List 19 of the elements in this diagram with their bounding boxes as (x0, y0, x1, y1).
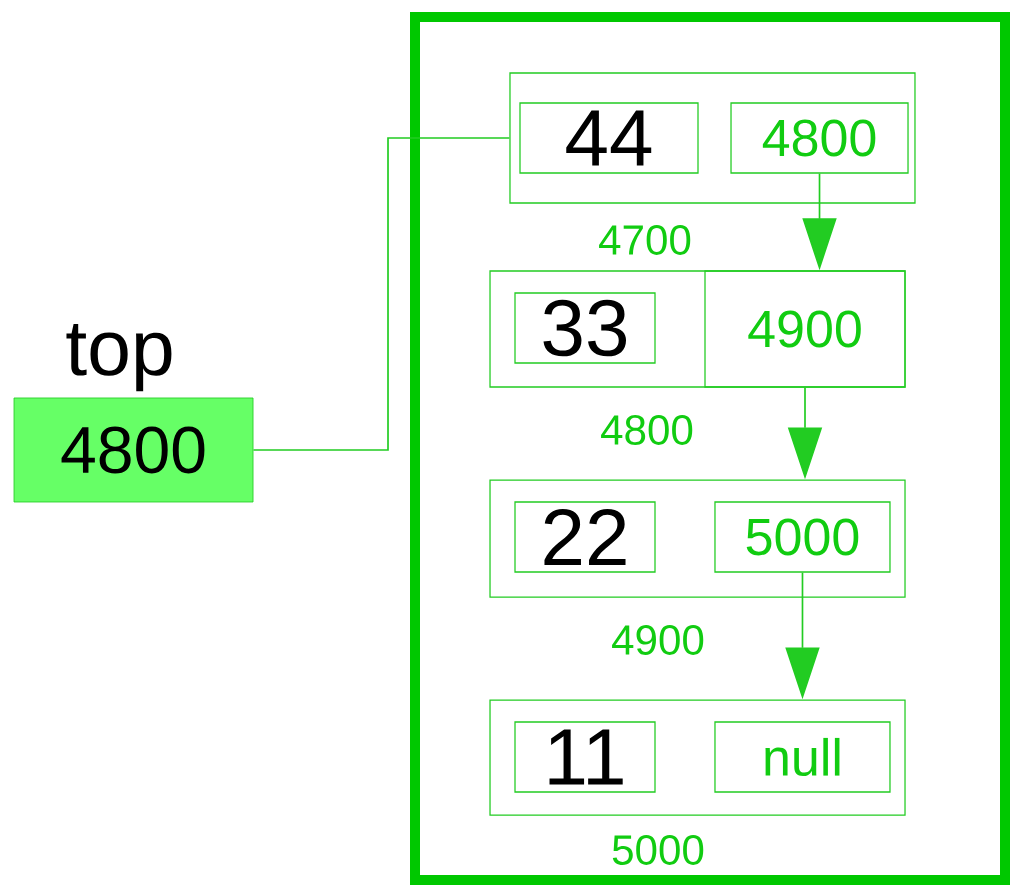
address-label: 4800 (601, 415, 693, 445)
variable-box: 4800 (13, 397, 254, 503)
list-node-box (489, 699, 906, 816)
data-box: 22 (514, 501, 656, 573)
data-box: 33 (514, 292, 656, 364)
address-label: 4900 (612, 625, 704, 655)
stack-frame-box (410, 12, 1010, 885)
address-label: 5000 (612, 835, 704, 865)
pointer-box: 4800 (730, 102, 909, 174)
data-box: 11 (514, 721, 656, 793)
connector-line (252, 137, 511, 451)
address-label: 4700 (599, 225, 691, 255)
pointer-box: 5000 (714, 501, 891, 573)
pointer-box: null (714, 721, 891, 793)
data-box: 44 (519, 102, 699, 174)
pointer-cell: 4900 (704, 270, 906, 388)
list-node-box (509, 72, 916, 204)
list-node-box (489, 479, 906, 598)
variable-name: top (66, 324, 172, 392)
